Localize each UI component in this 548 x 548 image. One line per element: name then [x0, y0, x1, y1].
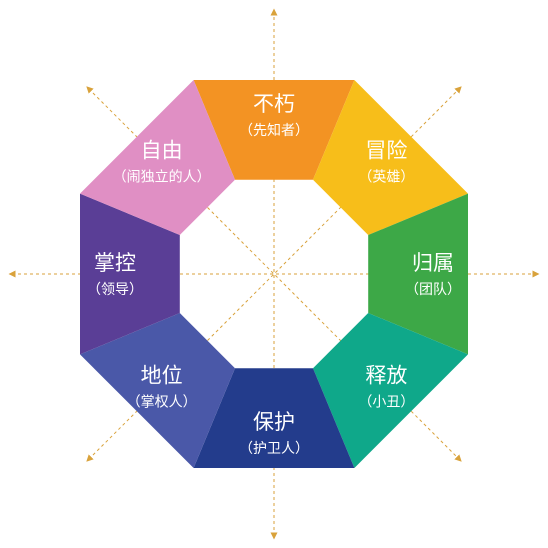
segment-subtitle: （领导） — [87, 282, 143, 298]
segment-1: 冒险 （英雄） — [313, 80, 468, 235]
segment-title: 地位 — [141, 363, 183, 387]
segment-subtitle: （小丑） — [358, 394, 414, 410]
segment-5: 地位 （掌权人） — [80, 313, 235, 468]
segment-title: 掌控 — [94, 251, 136, 275]
segment-4: 保护 （护卫人） — [193, 368, 355, 468]
segment-subtitle: （英雄） — [358, 169, 414, 186]
segment-shape — [80, 193, 180, 355]
segment-subtitle: （闹独立的人） — [113, 170, 211, 186]
segment-shape — [313, 80, 468, 235]
segment-0: 不朽 （先知者） — [193, 80, 355, 180]
segment-shape — [368, 193, 468, 355]
segment-subtitle: （护卫人） — [239, 441, 309, 457]
segment-3: 释放 （小丑） — [313, 313, 468, 468]
segment-shape — [193, 368, 355, 468]
segments-group: 不朽 （先知者） 冒险 （英雄） 归属 （团队） 释放 （小丑） 保护 （护卫人） 地位 （掌权人） 掌… — [80, 80, 468, 468]
segment-subtitle: （先知者） — [239, 122, 309, 139]
segment-title: 归属 — [412, 251, 454, 275]
segment-2: 归属 （团队） — [368, 193, 468, 355]
segment-title: 自由 — [141, 139, 183, 163]
segment-subtitle: （掌权人） — [127, 394, 197, 410]
segment-shape — [193, 80, 355, 180]
segment-title: 不朽 — [253, 92, 295, 116]
segment-title: 冒险 — [365, 139, 407, 163]
segment-shape — [313, 313, 468, 468]
segment-subtitle: （团队） — [405, 282, 461, 298]
segment-title: 释放 — [365, 363, 407, 387]
segment-7: 自由 （闹独立的人） — [80, 80, 235, 235]
segment-title: 保护 — [253, 410, 295, 434]
segment-6: 掌控 （领导） — [80, 193, 180, 355]
segment-shape — [80, 313, 235, 468]
segment-shape — [80, 80, 235, 235]
